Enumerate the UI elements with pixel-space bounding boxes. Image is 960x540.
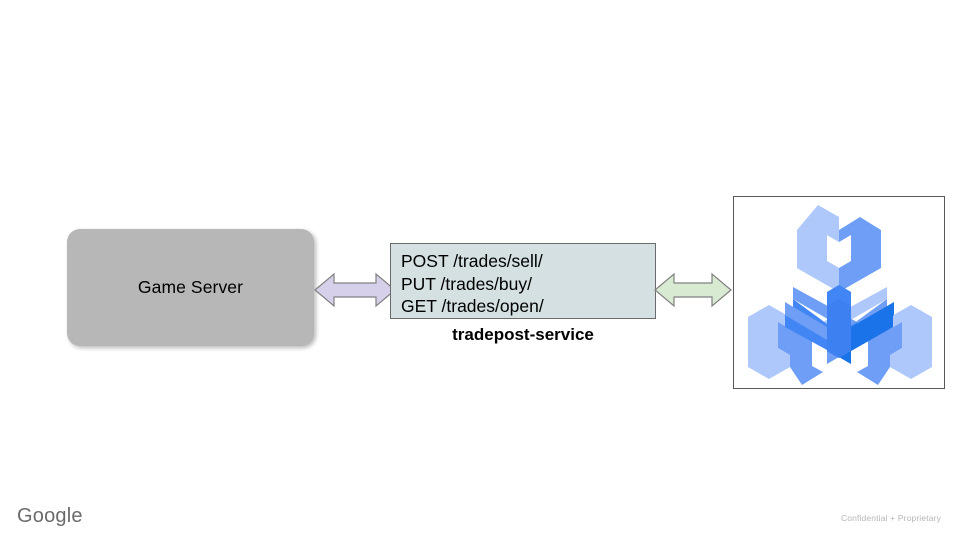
endpoint-line-get: GET /trades/open/ (401, 296, 544, 316)
double-headed-arrow-icon (654, 272, 732, 308)
endpoint-line-put: PUT /trades/buy/ (401, 273, 532, 294)
google-wordmark: Google (17, 505, 83, 527)
confidentiality-note: Confidential + Proprietary (840, 513, 941, 523)
endpoint-line-post: POST /trades/sell/ (401, 251, 543, 271)
connector-service-to-tool[interactable] (654, 268, 732, 312)
node-tradepost-service-caption: tradepost-service (452, 325, 594, 344)
double-headed-arrow-icon (314, 272, 396, 308)
three-pronged-isometric-wrench-icon (748, 205, 932, 385)
tool-image-panel[interactable] (733, 196, 945, 389)
node-tradepost-service[interactable]: POST /trades/sell/ PUT /trades/buy/ GET … (390, 243, 656, 319)
connector-game-server-to-service[interactable] (314, 268, 396, 312)
node-game-server[interactable]: Game Server (67, 229, 314, 346)
node-game-server-label: Game Server (137, 277, 244, 297)
